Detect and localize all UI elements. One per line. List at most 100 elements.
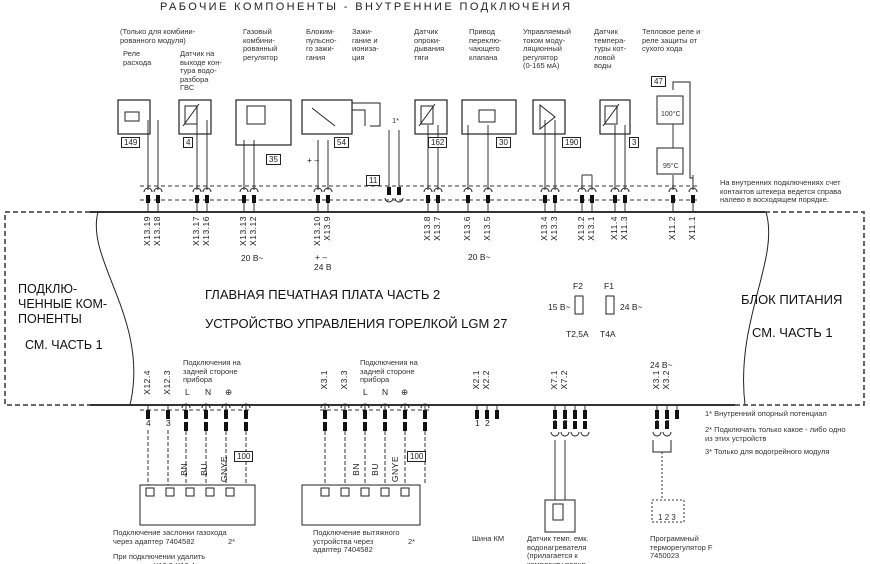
relay-coil [124,111,140,122]
thermal-relay-100 [656,95,684,125]
component-number: 35 [266,154,281,165]
pin-number: 2 [563,418,568,428]
pin-number: 1 [475,418,480,428]
connector-pin [156,195,160,203]
thermal-relay-95 [656,147,684,175]
connector-pin [485,410,489,419]
connector-socket [249,187,259,193]
terminal-label: X11.2 [667,216,677,241]
terminal-label: X13.6 [462,216,472,241]
connector-pin [573,421,577,429]
ground-symbol: ⊕ [401,387,409,397]
terminal-screw [400,487,410,497]
connector-pin [436,195,440,203]
terminal-screw [205,487,215,497]
wire-color: BU [199,463,209,476]
connector-socket [313,187,323,193]
caption-flue-damper-note: При подключении удалить перемычку X12.3-… [113,552,206,564]
valve-coil [246,105,266,125]
voltage-label: 20 В~ [468,252,491,262]
connector-pin [166,410,170,419]
electrode-wire [352,102,381,127]
connector-pin [583,410,587,419]
connector-socket [540,187,550,193]
terminal-label: X13.13 [238,216,248,246]
neutral-N: N [382,387,389,397]
connector-pin [563,421,567,429]
pin-number: 2 [664,513,670,522]
terminal-label: X13.19 [142,216,152,246]
sensor-slash [182,103,200,127]
pin-number: 2 [485,418,490,428]
combi-note: (Только для комбини- рованного модуля) [120,27,196,45]
connector-socket [239,187,249,193]
label-diverter-valve: Привод переклю- чающего клапана [469,27,502,62]
connector-pin [563,410,567,419]
component-number: 149 [121,137,141,148]
footnote: 2* Подключать только какое - либо одно и… [705,425,846,443]
terminal-label: X11.3 [619,216,629,241]
connector-pin [252,195,256,203]
bridge [652,440,672,453]
connector-pin [397,187,401,195]
terminal-screw [165,487,175,497]
terminal-label: X13.2 [576,216,586,241]
temperature-sensor-symbol [414,99,448,135]
label-flue-sensor: Датчик опроки- дывания тяги [414,27,445,62]
connected-components-label: ПОДКЛЮ- ЧЕННЫЕ КОМ- ПОНЕНТЫ [18,282,108,326]
connector-socket [560,431,570,437]
adapter-number: 100 [407,451,427,462]
caption-ref: 2* [408,537,416,546]
connector-socket [181,403,191,409]
connector-pin [244,410,248,419]
board-right-boundary [743,211,770,406]
sensor-slash [418,103,436,127]
connector-socket [550,431,560,437]
component-number: 11 [366,175,381,186]
connector-pin [671,195,675,203]
connector-socket [420,403,430,409]
ground-symbol: ⊕ [225,387,233,397]
connector-socket [221,403,231,409]
connector-pin [224,422,228,431]
connector-pin [224,410,228,419]
pin-number: 2 [665,418,670,428]
terminal-label: X13.16 [201,216,211,246]
connector-pin [323,410,327,419]
board-left-boundary [95,211,135,406]
terminal-label: X13.5 [482,216,492,241]
connector-socket [610,187,620,193]
motor-coil [478,109,496,123]
pin-number: 1 [658,513,663,522]
pin-number: 3 [166,418,171,428]
caption-fan: Подключение вытяжного устройства через а… [313,528,400,554]
connector-pin [387,187,391,195]
connector-pin [184,422,188,431]
connector-pin [383,410,387,419]
connector-pin [204,422,208,431]
connector-pin [553,410,557,419]
caption-ref: 2* [228,537,236,546]
component-number: 162 [428,137,448,148]
flue-damper-adapter [139,484,256,526]
footnote: 3* Только для водогрейного модуля [705,447,830,456]
terminal-label: X13.9 [322,216,332,241]
connector-pin [242,195,246,203]
connector-socket [577,187,587,193]
adapter-number: 100 [234,451,254,462]
sensor-element [184,105,198,125]
connector-pin [363,422,367,431]
connector-socket [620,187,630,193]
connector-socket [320,403,330,409]
connector-socket [340,403,350,409]
pin-numbering-note: На внутренних подключениях счет контакто… [720,178,842,204]
connector-pin [675,410,679,419]
connector-pin [343,410,347,419]
connector-pin [204,410,208,419]
sensor-slash [602,103,620,127]
connector-socket [241,403,251,409]
connector-pin [580,195,584,203]
connector-pin [553,195,557,203]
diverter-valve-symbol [461,99,517,135]
